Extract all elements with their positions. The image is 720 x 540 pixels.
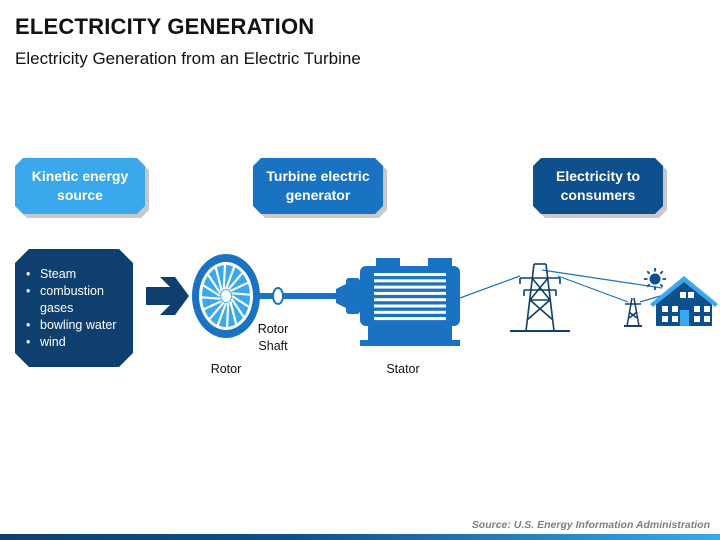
house-icon [650, 276, 718, 326]
transmission-tower-icon [510, 263, 570, 332]
bottom-accent-bar [0, 534, 720, 540]
source-item-water: bowling water [25, 317, 133, 334]
source-item-combustion: combustion gases [25, 283, 133, 317]
stator-label: Stator [386, 362, 420, 376]
consumers-label: Electricity to consumers [555, 168, 641, 203]
sun-icon [644, 268, 666, 290]
rotor-label: Rotor [210, 362, 242, 376]
turbine-generator-box: Turbine electric generator [253, 158, 383, 214]
energy-sources-box: Steam combustion gases bowling water win… [15, 249, 133, 367]
rotor-shaft-icon [258, 287, 338, 305]
rotor-icon [192, 254, 260, 338]
source-item-wind: wind [25, 334, 133, 351]
kinetic-energy-label: Kinetic energy source [31, 168, 129, 203]
source-item-steam: Steam [25, 266, 133, 283]
input-arrow-icon [146, 277, 189, 315]
stator-motor-icon [336, 258, 460, 346]
page-subtitle: Electricity Generation from an Electric … [15, 49, 361, 68]
energy-sources-list: Steam combustion gases bowling water win… [15, 249, 133, 351]
page-title: ELECTRICITY GENERATION [15, 14, 315, 39]
source-citation: Source: U.S. Energy Information Administ… [471, 519, 710, 531]
small-pylon-icon [624, 297, 642, 327]
rotor-shaft-label: Rotor Shaft [257, 322, 289, 353]
power-lines [459, 269, 663, 303]
kinetic-energy-box: Kinetic energy source [15, 158, 145, 214]
consumers-box: Electricity to consumers [533, 158, 663, 214]
turbine-generator-label: Turbine electric generator [266, 168, 370, 203]
